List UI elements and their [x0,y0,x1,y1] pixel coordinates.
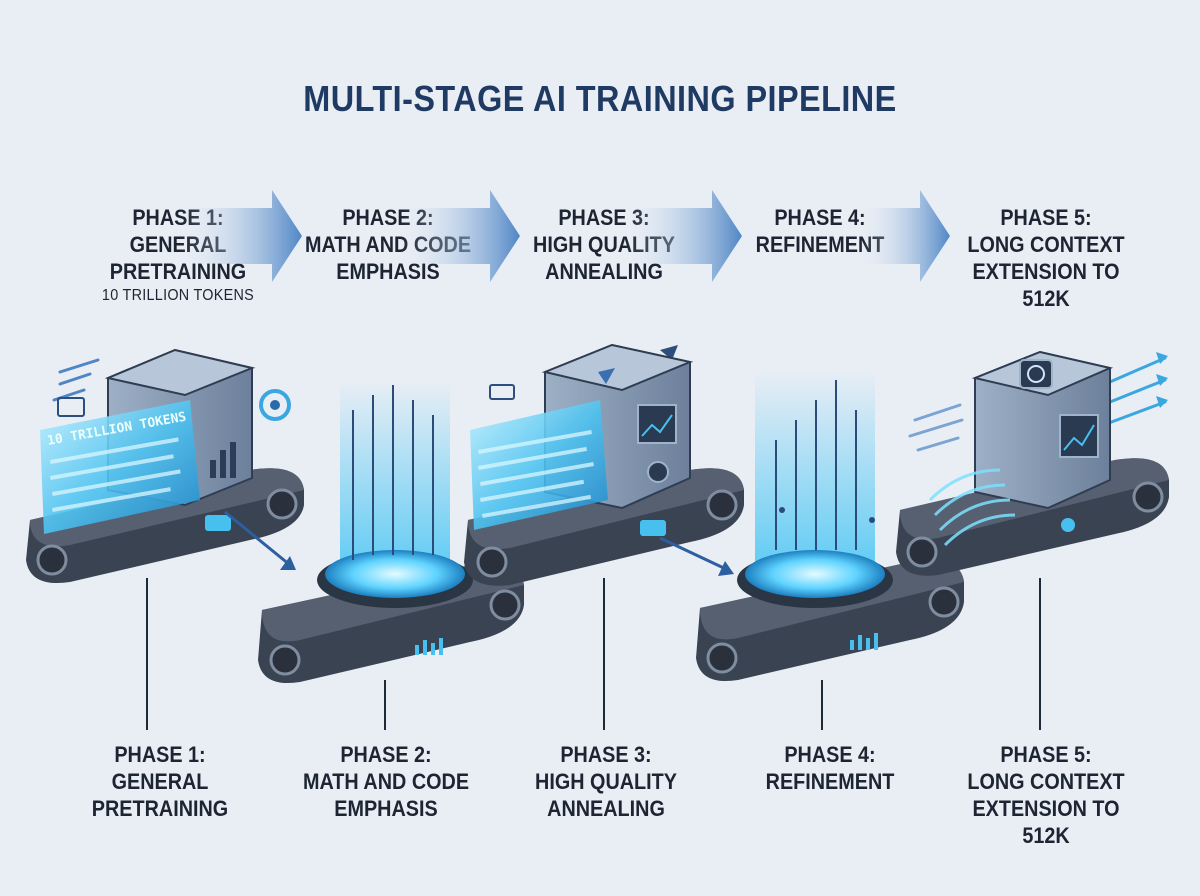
roller-icon [1132,481,1164,513]
phase-line: REFINEMENT [765,769,895,794]
roller-icon [266,488,298,520]
terminal-icon [489,384,515,400]
phase-5-bottom-label: PHASE 5: LONG CONTEXT EXTENSION TO 512K [947,741,1145,849]
context-stream [928,468,1016,547]
roller-icon [906,536,938,568]
phase-line: LONG CONTEXT [967,769,1125,794]
roller-icon [706,489,738,521]
data-rain [775,380,857,550]
phase-2-bottom-label: PHASE 2: MATH AND CODE EMPHASIS [287,741,485,822]
phase-heading: PHASE 2: [340,742,432,767]
phase-line: EXTENSION TO 512K [972,796,1120,848]
ui-glyph-icons [52,358,100,402]
glow-pad [745,550,885,598]
flow-arrow-icon [400,190,520,282]
logo-icon [1019,359,1053,389]
phase-4-machine [696,370,964,682]
phase-3-bottom-label: PHASE 3: HIGH QUALITY ANNEALING [507,741,705,822]
phase-4-bottom-label: PHASE 4: REFINEMENT [731,741,929,795]
flow-arrow-icon [860,190,950,282]
speed-lines [908,403,964,452]
phase-line: EMPHASIS [334,796,438,821]
level-indicator-icon [850,633,878,650]
phase-line: ANNEALING [547,796,665,821]
phase-5-machine [896,350,1169,576]
leader-lines [146,578,1041,730]
phase-line: LONG CONTEXT [967,232,1125,257]
flow-arrow-icon [224,510,291,567]
phase-line: GENERAL [111,769,209,794]
play-indicator-icon [640,520,666,536]
phase-line: HIGH QUALITY [535,769,677,794]
terminal-icon [57,397,85,417]
gauge-icon [259,389,291,421]
roller-icon [476,546,508,578]
roller-icon [928,586,960,618]
flow-arrow-icon [659,536,729,572]
roller-icon [706,642,738,674]
phase-heading: PHASE 5: [1000,742,1092,767]
status-light-icon [1061,518,1075,532]
logo-icon [598,368,615,384]
phase-heading: PHASE 5: [1000,205,1092,230]
dial-icon [647,461,669,483]
phase-heading: PHASE 3: [560,742,652,767]
phase-1-bottom-label: PHASE 1: GENERAL PRETRAINING [61,741,259,822]
play-indicator-icon [205,515,231,531]
phase-heading: PHASE 1: [114,742,206,767]
phase-5-top-label: PHASE 5: LONG CONTEXT EXTENSION TO 512K [947,204,1145,312]
roller-icon [269,644,301,676]
roller-icon [489,589,521,621]
phase-3-machine [464,343,744,586]
phase-heading: PHASE 4: [784,742,876,767]
data-stream-lines [49,437,181,512]
phase-line: PRETRAINING [91,796,229,821]
diagram-title: MULTI-STAGE AI TRAINING PIPELINE [303,78,897,119]
data-rain [352,385,434,560]
phase-1-machine: 10 TRILLION TOKENS [26,348,304,584]
phase-subtext: 10 TRILLION TOKENS [101,287,255,304]
chart-panel [637,404,677,444]
phase-3-top-label: PHASE 3: HIGH QUALITY ANNEALING [505,204,703,285]
phase-2-machine [258,380,524,684]
phase-line: MATH AND CODE [302,769,470,794]
data-stream-lines [477,430,594,518]
flow-arrow-icon [625,190,742,282]
phase-heading: PHASE 4: [774,205,866,230]
data-beam [340,380,450,580]
glow-pad [325,550,465,598]
flag-icon [660,345,678,360]
roller-icon [36,544,68,576]
flow-arrow-icon [180,190,302,282]
phase-line: EXTENSION TO 512K [972,259,1120,311]
chart-panel [1059,414,1099,458]
level-indicator-icon [415,638,443,655]
